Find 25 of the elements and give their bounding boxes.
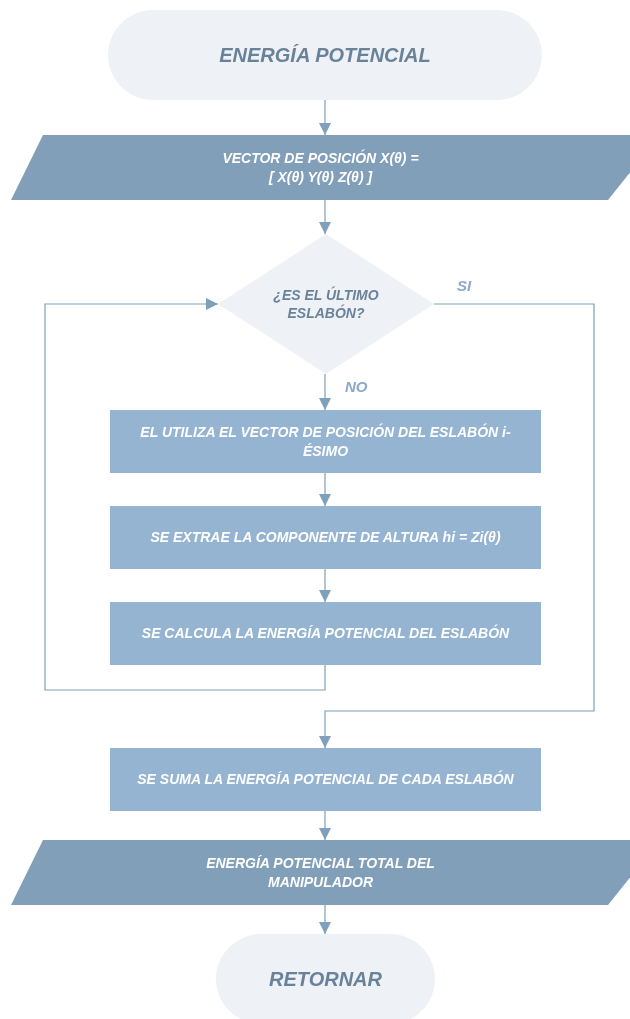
arrow [319, 568, 331, 603]
node-text: ¿ES EL ÚLTIMO ESLABÓN? [272, 285, 380, 323]
node-text: ENERGÍA POTENCIAL [218, 43, 432, 68]
arrow [44, 298, 326, 691]
data-parallelogram [11, 840, 630, 905]
process-box [110, 748, 541, 811]
process-box [110, 602, 541, 665]
node-text: SE EXTRAE LA COMPONENTE DE ALTURA hi = Zi(θ) [149, 528, 502, 547]
node-text: SE SUMA LA ENERGÍA POTENCIAL DE CADA ESLABÓN [136, 770, 515, 789]
process-box [110, 410, 541, 473]
node-text: EL UTILIZA EL VECTOR DE POSICIÓN DEL ESLABÓN i-ÉSIMO [139, 423, 512, 460]
arrow [319, 810, 331, 841]
arrow [319, 472, 331, 507]
arrow [319, 99, 331, 136]
node-text: RETORNAR [268, 967, 383, 992]
arrow [319, 373, 331, 411]
decision-diamond [218, 234, 434, 374]
node-text: ENERGÍA POTENCIAL TOTAL DEL MANIPULADOR [205, 854, 436, 891]
arrow [319, 904, 331, 935]
node-text: SE CALCULA LA ENERGÍA POTENCIAL DEL ESLABÓN [140, 624, 511, 643]
arrow [319, 303, 595, 749]
arrow [319, 199, 331, 235]
node-text: VECTOR DE POSICIÓN X(θ) = [ X(θ) Y(θ) Z(θ) ] [221, 149, 420, 186]
process-box [110, 506, 541, 569]
data-parallelogram [11, 135, 630, 200]
